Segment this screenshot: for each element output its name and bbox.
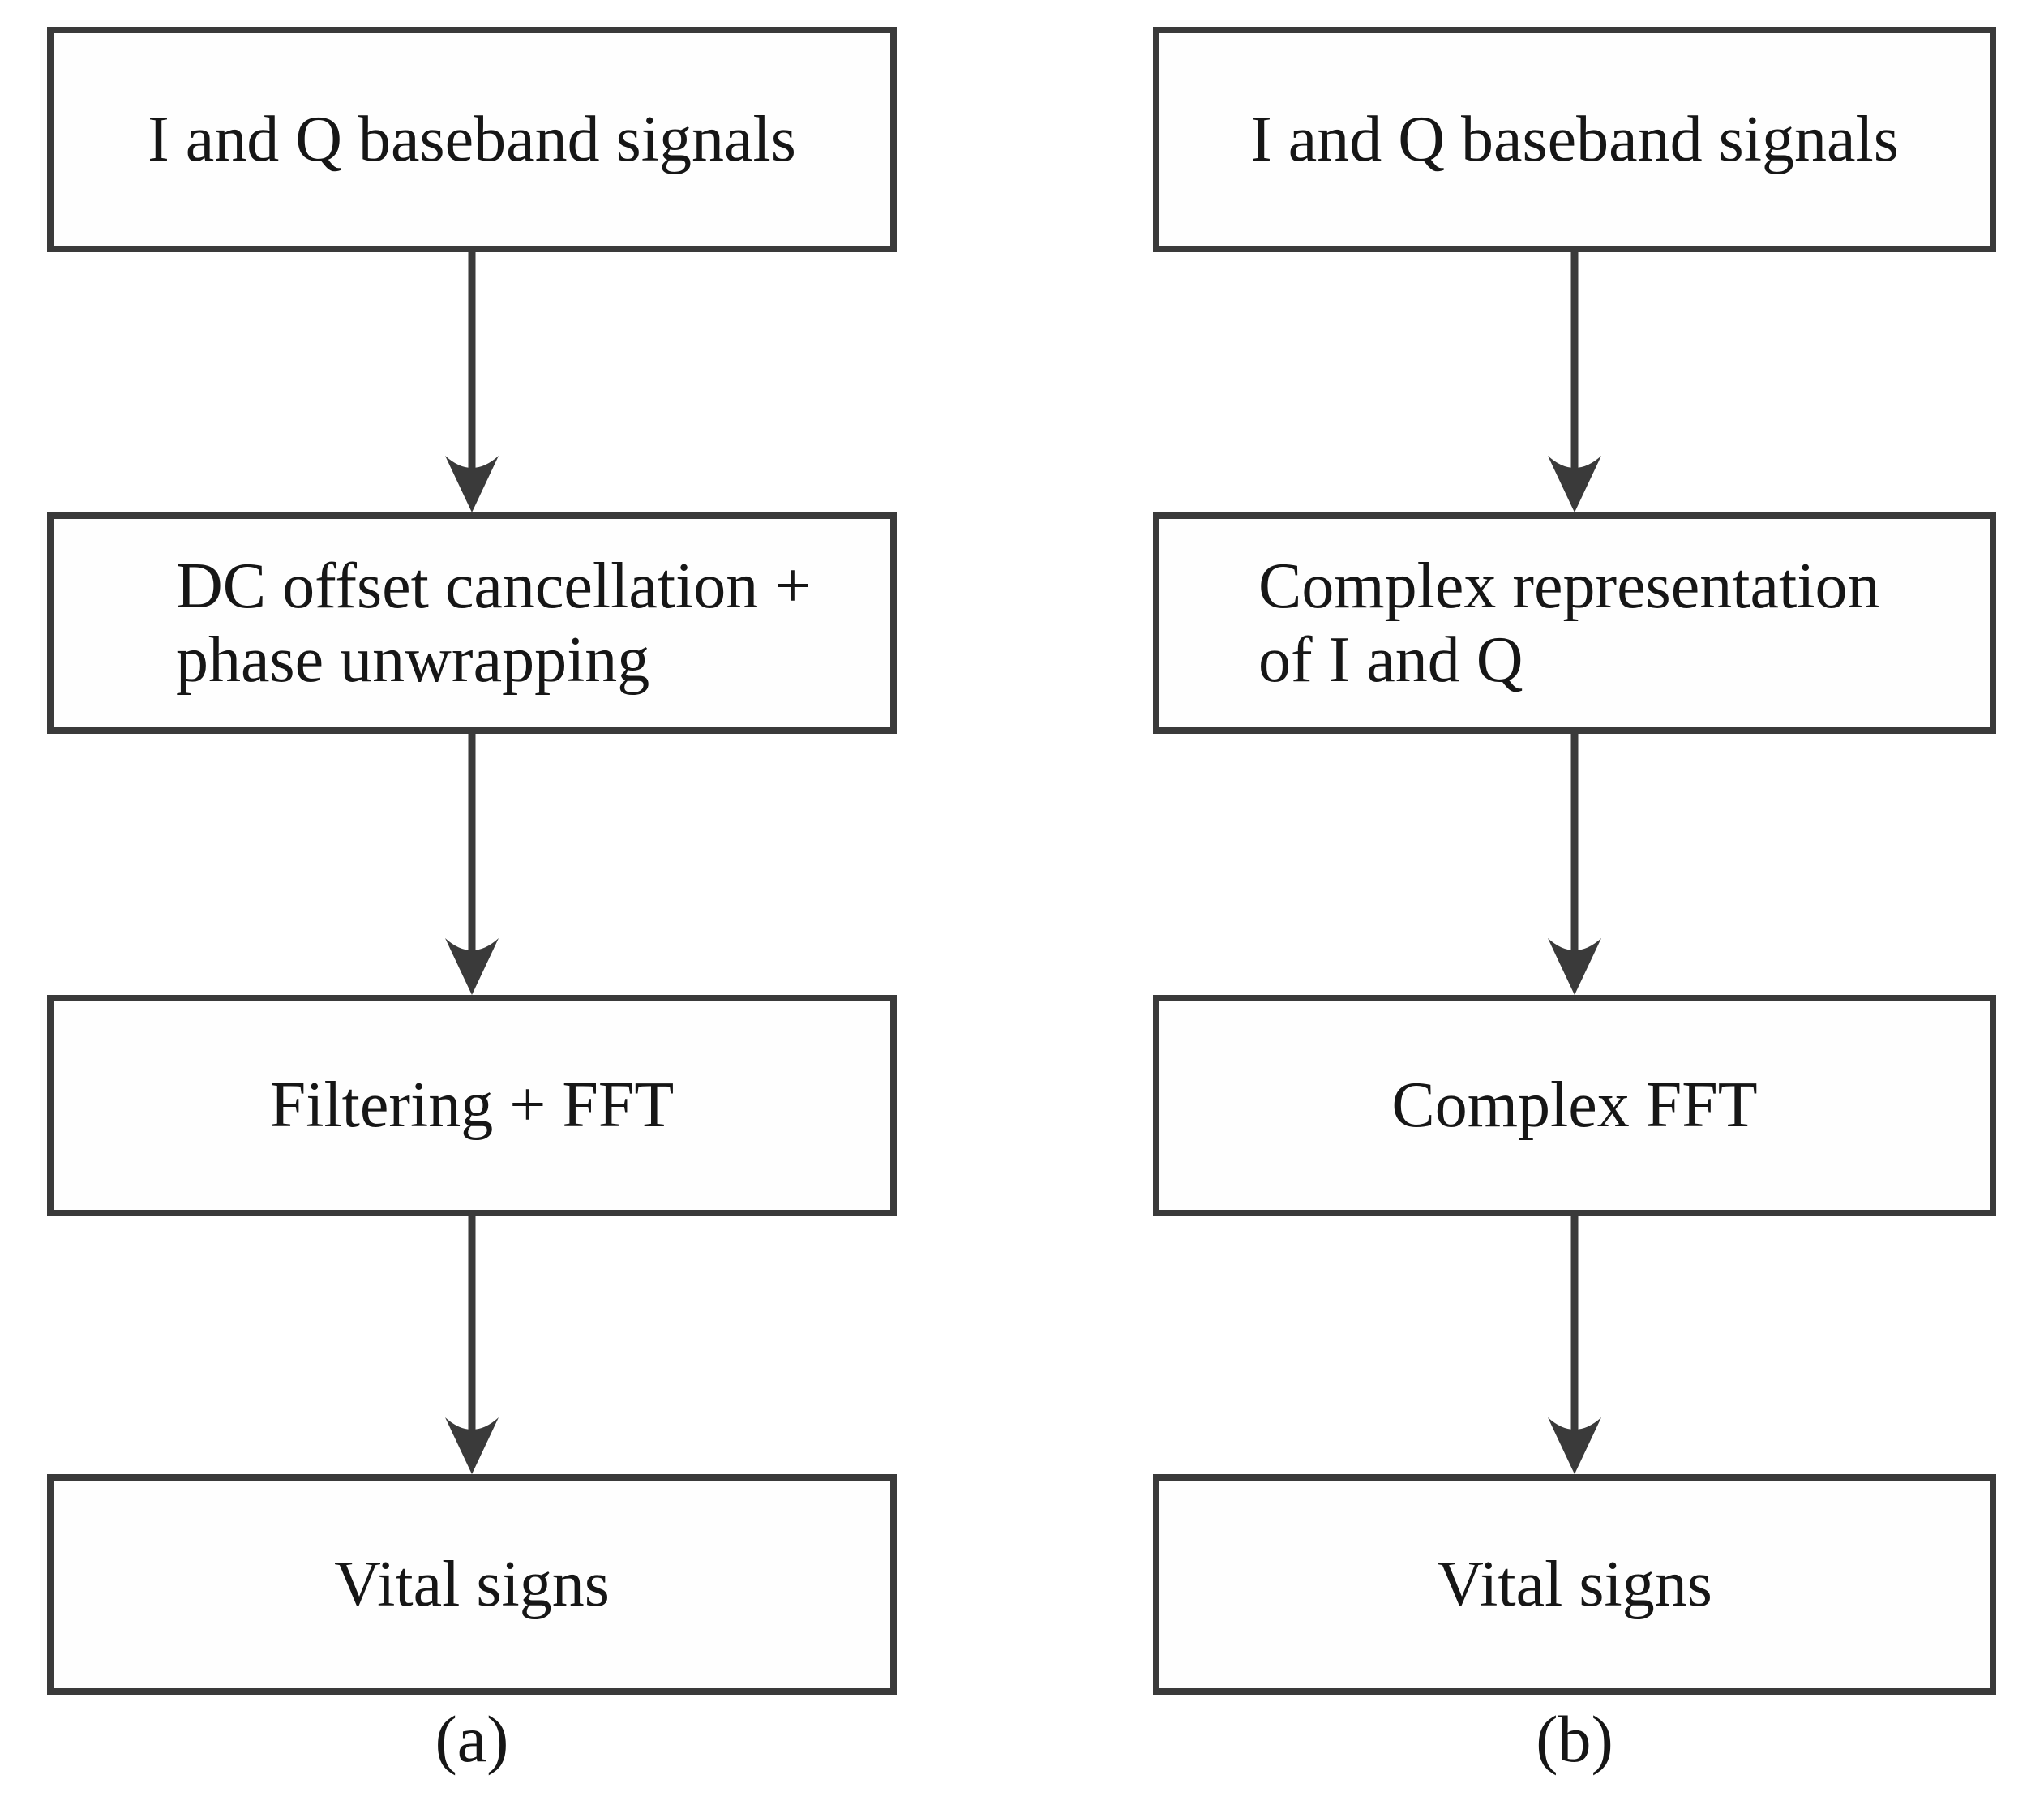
box-b4-label: Vital signs — [1437, 1548, 1712, 1620]
box-b3-label: Complex FFT — [1391, 1070, 1758, 1142]
box-a2-dc-offset-phase-unwrapping: DC offset cancellation + phase unwrappin… — [47, 512, 897, 734]
box-b1-label: I and Q baseband signals — [1250, 103, 1899, 175]
box-a1-iq-baseband-signals: I and Q baseband signals — [47, 27, 897, 252]
box-b4-vital-signs: Vital signs — [1153, 1474, 1996, 1695]
box-a2-label: DC offset cancellation + phase unwrappin… — [176, 551, 812, 696]
arrow-down-icon — [445, 1216, 499, 1474]
box-b2-complex-representation: Complex representation of I and Q — [1153, 512, 1996, 734]
caption-b: (b) — [1536, 1702, 1613, 1776]
caption-a: (a) — [435, 1702, 509, 1776]
arrow-down-icon — [445, 252, 499, 512]
arrow-down-icon — [1548, 252, 1601, 512]
box-b3-complex-fft: Complex FFT — [1153, 995, 1996, 1216]
box-a3-label: Filtering + FFT — [269, 1070, 675, 1142]
arrow-down-icon — [1548, 1216, 1601, 1474]
box-a3-filtering-fft: Filtering + FFT — [47, 995, 897, 1216]
arrow-down-icon — [445, 734, 499, 995]
box-a4-label: Vital signs — [334, 1548, 610, 1620]
arrow-down-icon — [1548, 734, 1601, 995]
box-b2-label: Complex representation of I and Q — [1258, 551, 1880, 696]
box-a4-vital-signs: Vital signs — [47, 1474, 897, 1695]
box-b1-iq-baseband-signals: I and Q baseband signals — [1153, 27, 1996, 252]
box-a1-label: I and Q baseband signals — [148, 103, 796, 175]
